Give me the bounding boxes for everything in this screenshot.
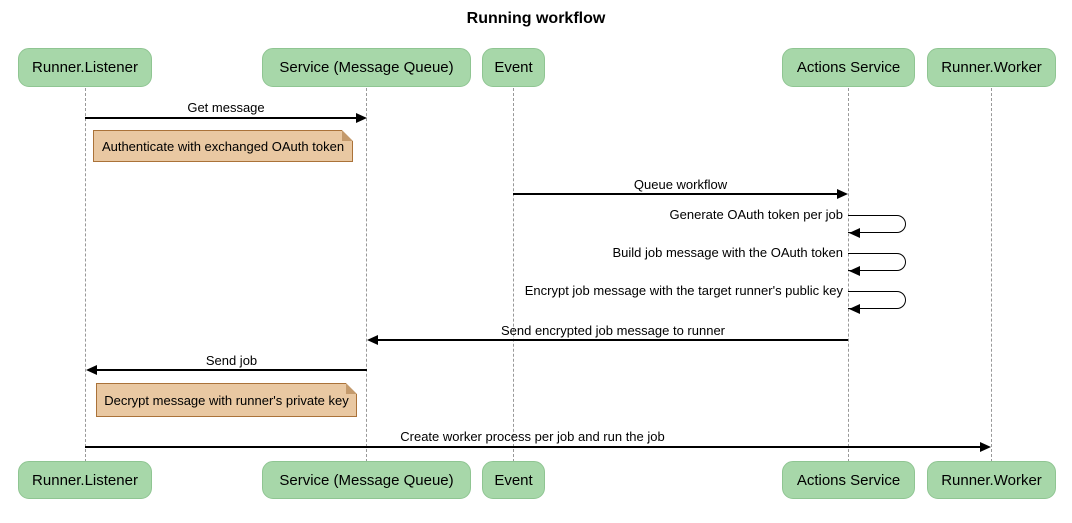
diagram-title: Running workflow [466, 10, 606, 27]
lifeline-runner-worker [991, 88, 992, 462]
actor-service-message-queue-top: Service (Message Queue) [262, 48, 471, 87]
arrowhead-icon [980, 442, 991, 452]
message-line-send-encrypted-job-message [378, 339, 848, 341]
message-label-send-encrypted-job-message: Send encrypted job message to runner [500, 323, 726, 338]
actor-service-message-queue-bottom: Service (Message Queue) [262, 461, 471, 499]
message-line-send-job [96, 369, 367, 371]
actor-event-top: Event [482, 48, 545, 87]
message-line-queue-workflow [513, 193, 837, 195]
message-label-send-job: Send job [205, 353, 258, 368]
self-message-loop [848, 253, 906, 271]
arrowhead-icon [849, 266, 860, 276]
message-label-generate-oauth-token: Generate OAuth token per job [669, 207, 843, 222]
actor-runner-worker-top: Runner.Worker [927, 48, 1056, 87]
lifeline-service-message-queue [366, 88, 367, 462]
message-label-create-worker-process: Create worker process per job and run th… [400, 429, 665, 444]
actor-actions-service-bottom: Actions Service [782, 461, 915, 499]
message-label-queue-workflow: Queue workflow [633, 177, 728, 192]
arrowhead-icon [356, 113, 367, 123]
note-authenticate: Authenticate with exchanged OAuth token [93, 130, 353, 162]
message-label-get-message: Get message [187, 100, 265, 115]
arrowhead-icon [849, 228, 860, 238]
arrowhead-icon [849, 304, 860, 314]
actor-runner-listener-bottom: Runner.Listener [18, 461, 152, 499]
actor-actions-service-top: Actions Service [782, 48, 915, 87]
lifeline-actions-service [848, 88, 849, 462]
note-decrypt: Decrypt message with runner's private ke… [96, 383, 357, 417]
message-label-encrypt-job-message: Encrypt job message with the target runn… [524, 283, 843, 298]
message-label-build-job-message: Build job message with the OAuth token [612, 245, 843, 260]
arrowhead-icon [86, 365, 97, 375]
message-line-create-worker-process [85, 446, 980, 448]
actor-runner-worker-bottom: Runner.Worker [927, 461, 1056, 499]
self-message-loop [848, 215, 906, 233]
arrowhead-icon [367, 335, 378, 345]
actor-runner-listener-top: Runner.Listener [18, 48, 152, 87]
self-message-loop [848, 291, 906, 309]
message-line-get-message [85, 117, 357, 119]
lifeline-runner-listener [85, 88, 86, 462]
arrowhead-icon [837, 189, 848, 199]
lifeline-event [513, 88, 514, 462]
actor-event-bottom: Event [482, 461, 545, 499]
